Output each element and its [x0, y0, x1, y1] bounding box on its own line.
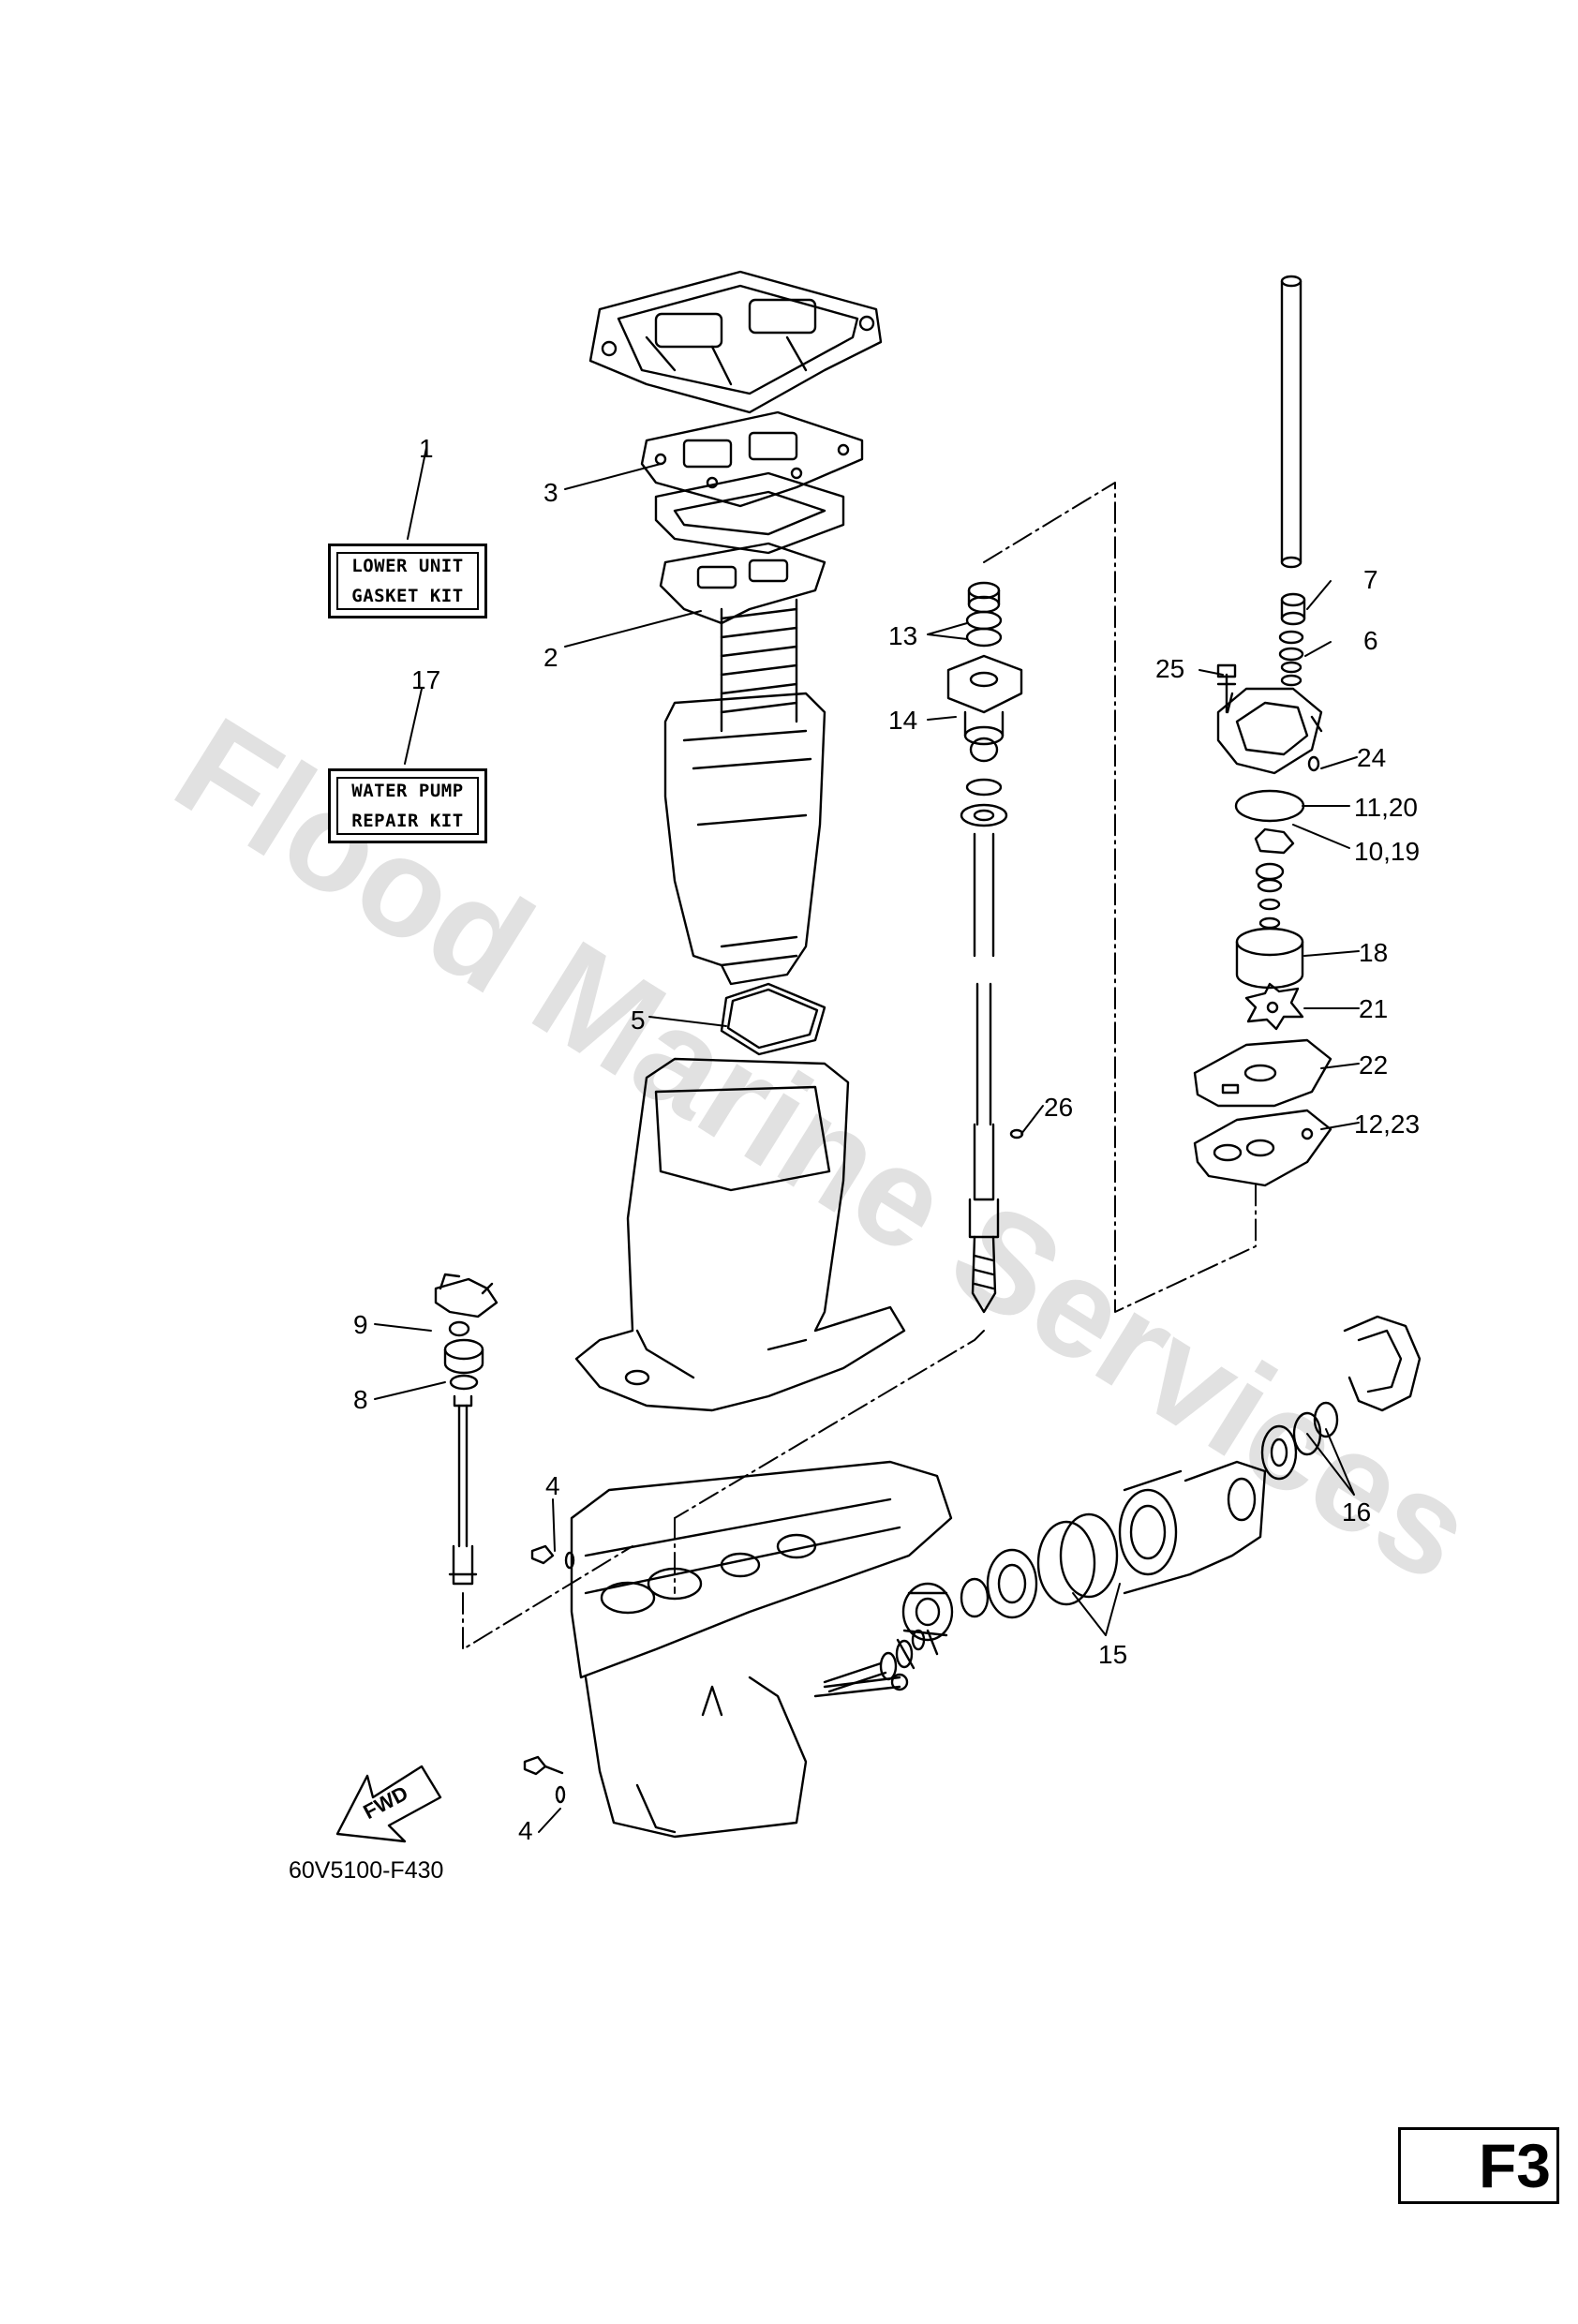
- callout-26: 26: [1044, 1093, 1074, 1122]
- callout-9: 9: [353, 1310, 368, 1339]
- bolts-4: [523, 1544, 575, 1804]
- callout-11-20: 11,20: [1354, 793, 1418, 822]
- callout-18: 18: [1359, 938, 1389, 967]
- page-label: F3: [1398, 2127, 1559, 2204]
- callout-25: 25: [1155, 654, 1185, 683]
- callout-4-lower: 4: [518, 1816, 533, 1845]
- callout-8: 8: [353, 1385, 368, 1414]
- lower-unit-gasket-kit-box: LOWER UNIT GASKET KIT: [328, 544, 487, 618]
- callout-5: 5: [631, 1006, 646, 1035]
- gasket-3: [640, 410, 864, 508]
- kit-line-2: REPAIR KIT: [351, 811, 464, 831]
- water-pump-repair-kit-box: WATER PUMP REPAIR KIT: [328, 768, 487, 843]
- callout-24: 24: [1357, 743, 1387, 772]
- callout-10-19: 10,19: [1354, 837, 1421, 866]
- callout-13: 13: [888, 621, 918, 650]
- callout-6: 6: [1363, 626, 1378, 655]
- exhaust-guide: [663, 598, 826, 986]
- water-pump-assembly: [1193, 275, 1332, 1187]
- gasket-2: [659, 542, 826, 625]
- kit-line-1: WATER PUMP: [351, 781, 464, 801]
- callout-22: 22: [1359, 1050, 1389, 1080]
- callout-14: 14: [888, 706, 918, 735]
- assembly-lines: [462, 482, 1257, 1650]
- kit-line-1: LOWER UNIT: [351, 556, 464, 576]
- drive-shaft-assembly: [946, 581, 1024, 1314]
- propeller-shaft-assembly: [823, 1315, 1422, 1693]
- callout-15: 15: [1098, 1640, 1128, 1669]
- spacer-plate: [654, 471, 845, 555]
- callout-7: 7: [1363, 565, 1378, 594]
- shift-rod-assembly: [434, 1273, 499, 1586]
- fwd-arrow-icon: FWD: [335, 1765, 442, 1843]
- callout-16: 16: [1342, 1497, 1372, 1527]
- gear-case: [570, 1460, 953, 1839]
- callout-17: 17: [411, 665, 441, 694]
- leader-lines: [374, 447, 1360, 1833]
- gasket-5: [720, 982, 826, 1056]
- callout-3: 3: [543, 478, 558, 507]
- callout-12-23: 12,23: [1354, 1110, 1421, 1139]
- callout-21: 21: [1359, 994, 1389, 1023]
- callout-1: 1: [419, 434, 434, 463]
- kit-line-2: GASKET KIT: [351, 586, 464, 606]
- page-label-text: F3: [1478, 2131, 1551, 2200]
- upper-casing: [574, 1057, 906, 1412]
- diagram-code: 60V5100-F430: [289, 1857, 444, 1884]
- upper-casing-top: [588, 270, 883, 414]
- callout-4-upper: 4: [545, 1471, 560, 1500]
- callout-2: 2: [543, 643, 558, 672]
